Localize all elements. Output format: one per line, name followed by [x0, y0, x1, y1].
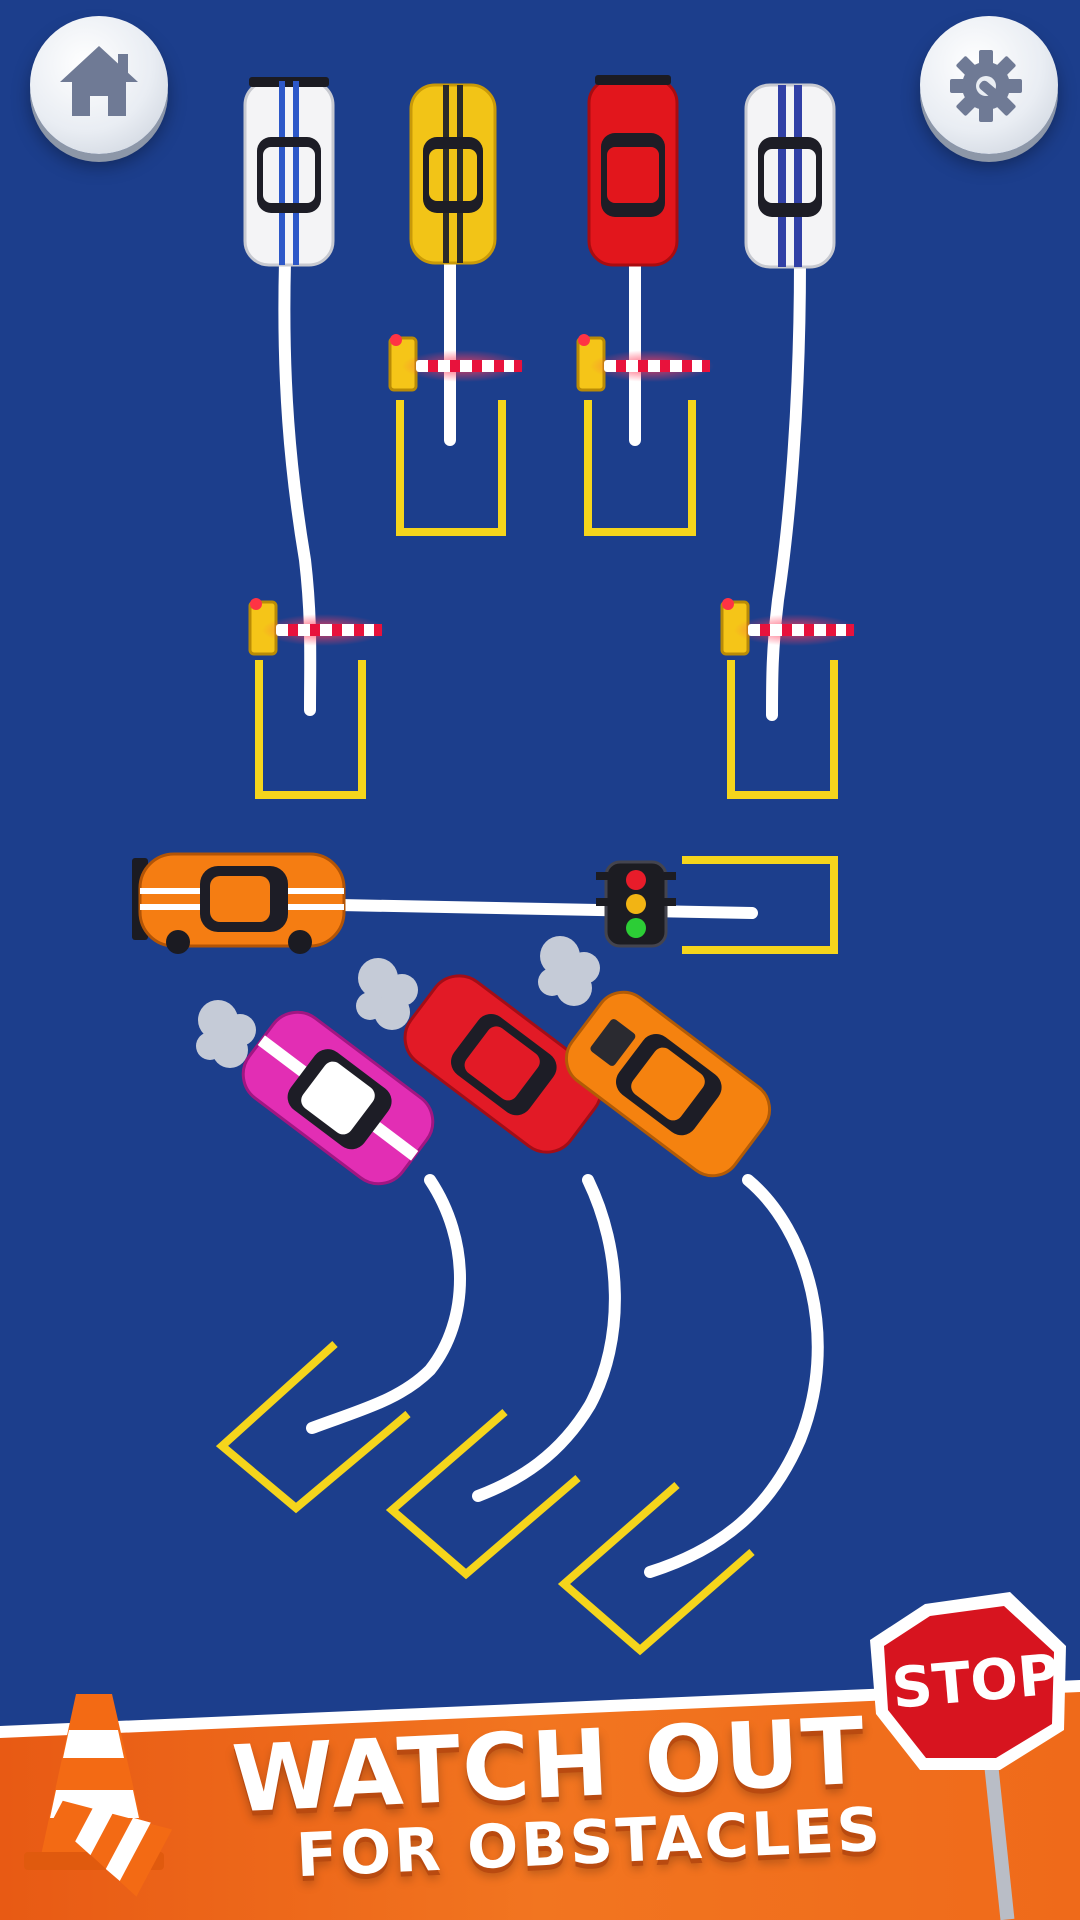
barrier-gate	[576, 332, 716, 392]
stop-sign	[870, 1592, 1066, 1920]
parking-slot	[584, 400, 696, 536]
banner	[0, 1680, 1080, 1920]
parking-slot	[396, 400, 506, 536]
barrier-gate	[720, 596, 860, 656]
parking-slot	[215, 1341, 411, 1514]
barrier-gate	[388, 332, 528, 392]
parking-slot	[727, 660, 838, 799]
path-orange-sport-car	[334, 899, 758, 919]
path-red-car-lower	[472, 1174, 621, 1502]
parking-slot	[385, 1408, 581, 1580]
car-red-top[interactable]	[587, 75, 679, 267]
traffic-cone-icon	[52, 1800, 173, 1897]
parking-slot	[557, 1481, 755, 1656]
stop-sign-text: STOP	[889, 1642, 1062, 1722]
home-icon	[60, 46, 138, 116]
path-pink-car	[306, 1174, 466, 1434]
parking-slots	[215, 400, 838, 1656]
car-red[interactable]	[393, 964, 613, 1164]
barrier-gate	[248, 596, 388, 656]
gear-wrench-icon	[950, 50, 1022, 122]
car-pink[interactable]	[231, 1000, 445, 1195]
car-orange[interactable]	[555, 981, 781, 1187]
parking-slot	[682, 856, 838, 954]
exhaust-smoke	[196, 936, 600, 1068]
car-white-navy[interactable]	[744, 83, 836, 269]
car-white-blue[interactable]	[243, 77, 335, 267]
traffic-light	[596, 860, 676, 948]
drawn-paths	[278, 256, 824, 1578]
parking-slot	[255, 660, 366, 799]
home-button[interactable]	[30, 16, 168, 154]
car-yellow[interactable]	[409, 83, 497, 265]
path-white-blue-car	[278, 256, 317, 716]
path-white-navy-car	[766, 256, 806, 721]
path-orange-car-lower	[644, 1174, 824, 1578]
settings-button[interactable]	[920, 16, 1058, 154]
car-orange-sport[interactable]	[132, 852, 346, 954]
